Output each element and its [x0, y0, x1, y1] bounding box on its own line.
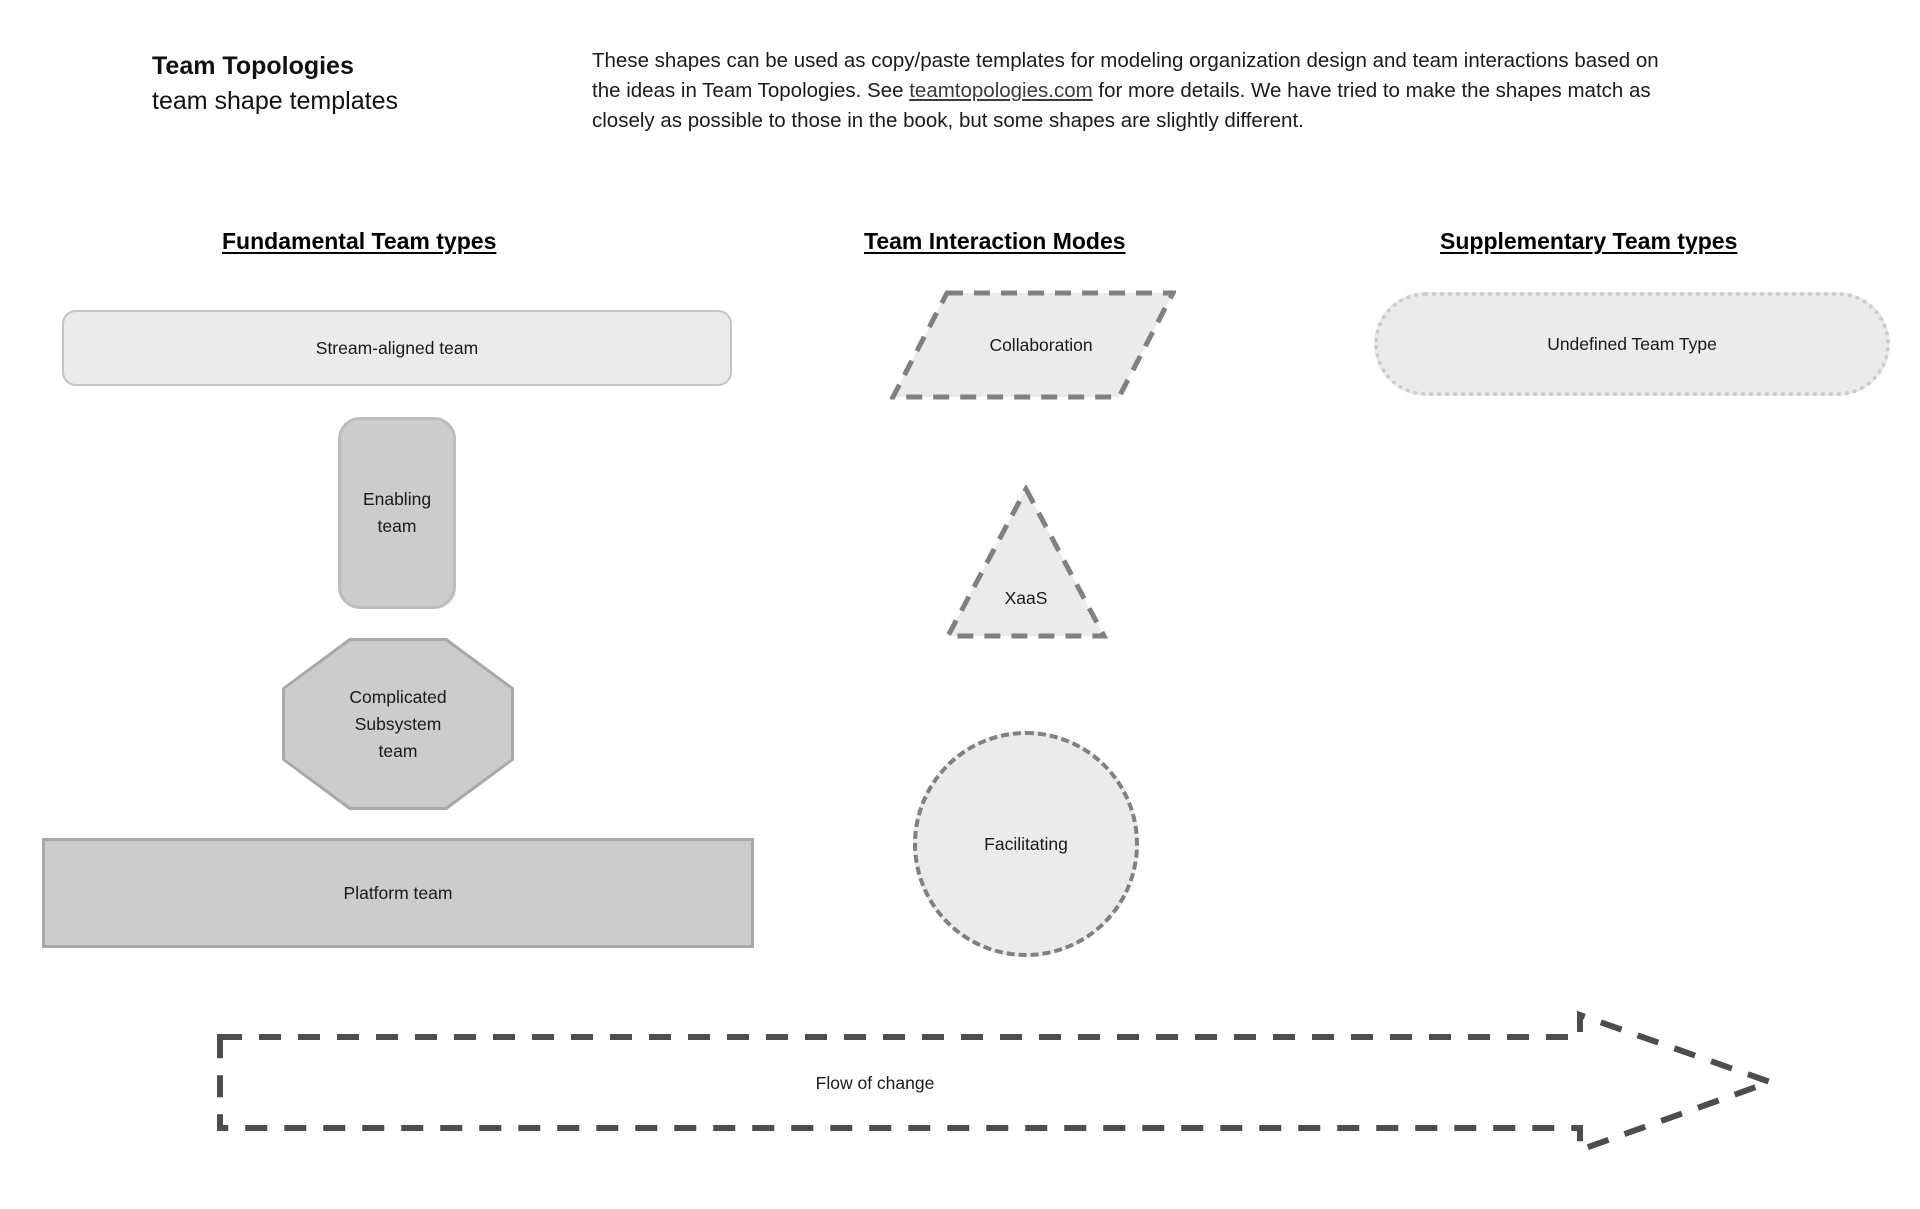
shape-label-stream-aligned-team: Stream-aligned team — [315, 337, 479, 358]
shape-label-enabling-team: Enabling team — [362, 489, 432, 536]
shape-label-flow-of-change: Flow of change — [815, 1073, 935, 1093]
description-text-before-link: These shapes can be used as copy/paste t… — [592, 49, 1659, 102]
heading-team-interaction-modes: Team Interaction Modes — [864, 228, 1126, 254]
teamtopologies-link[interactable]: teamtopologies.com — [909, 79, 1093, 102]
shape-enabling-team[interactable]: Enabling team — [338, 417, 456, 609]
page-title: Team Topologies — [152, 52, 354, 80]
shape-label-xaas: XaaS — [1004, 588, 1048, 608]
shape-complicated-subsystem-team[interactable]: Complicated Subsystem team — [282, 638, 514, 810]
page-subtitle: team shape templates — [152, 87, 398, 115]
shape-collaboration[interactable]: Collaboration — [890, 290, 1176, 400]
shape-label-collaboration: Collaboration — [989, 334, 1093, 355]
parallelogram-icon — [890, 290, 1176, 400]
shape-flow-of-change[interactable]: Flow of change — [215, 1010, 1775, 1155]
shape-label-undefined-team-type: Undefined Team Type — [1547, 333, 1717, 354]
page-description: These shapes can be used as copy/paste t… — [592, 46, 1682, 136]
block-arrow-icon — [217, 1010, 1775, 1155]
shape-undefined-team-type[interactable]: Undefined Team Type — [1374, 292, 1890, 396]
triangle-icon — [944, 485, 1108, 639]
octagon-fill — [285, 641, 511, 807]
heading-fundamental-team-types: Fundamental Team types — [222, 228, 497, 254]
shape-label-complicated-subsystem-team: Complicated Subsystem team — [349, 686, 447, 761]
shape-label-facilitating: Facilitating — [984, 833, 1068, 854]
shape-facilitating[interactable]: Facilitating — [913, 731, 1139, 957]
shape-xaas[interactable]: XaaS — [944, 485, 1108, 640]
description-text-after-link: for more details. We have tried to make … — [592, 79, 1651, 132]
shape-label-platform-team: Platform team — [343, 882, 453, 903]
shape-stream-aligned-team[interactable]: Stream-aligned team — [62, 310, 732, 386]
heading-supplementary-team-types: Supplementary Team types — [1440, 228, 1738, 254]
page-title-block: Team Topologies team shape templates — [152, 50, 452, 119]
shape-platform-team[interactable]: Platform team — [42, 838, 754, 948]
